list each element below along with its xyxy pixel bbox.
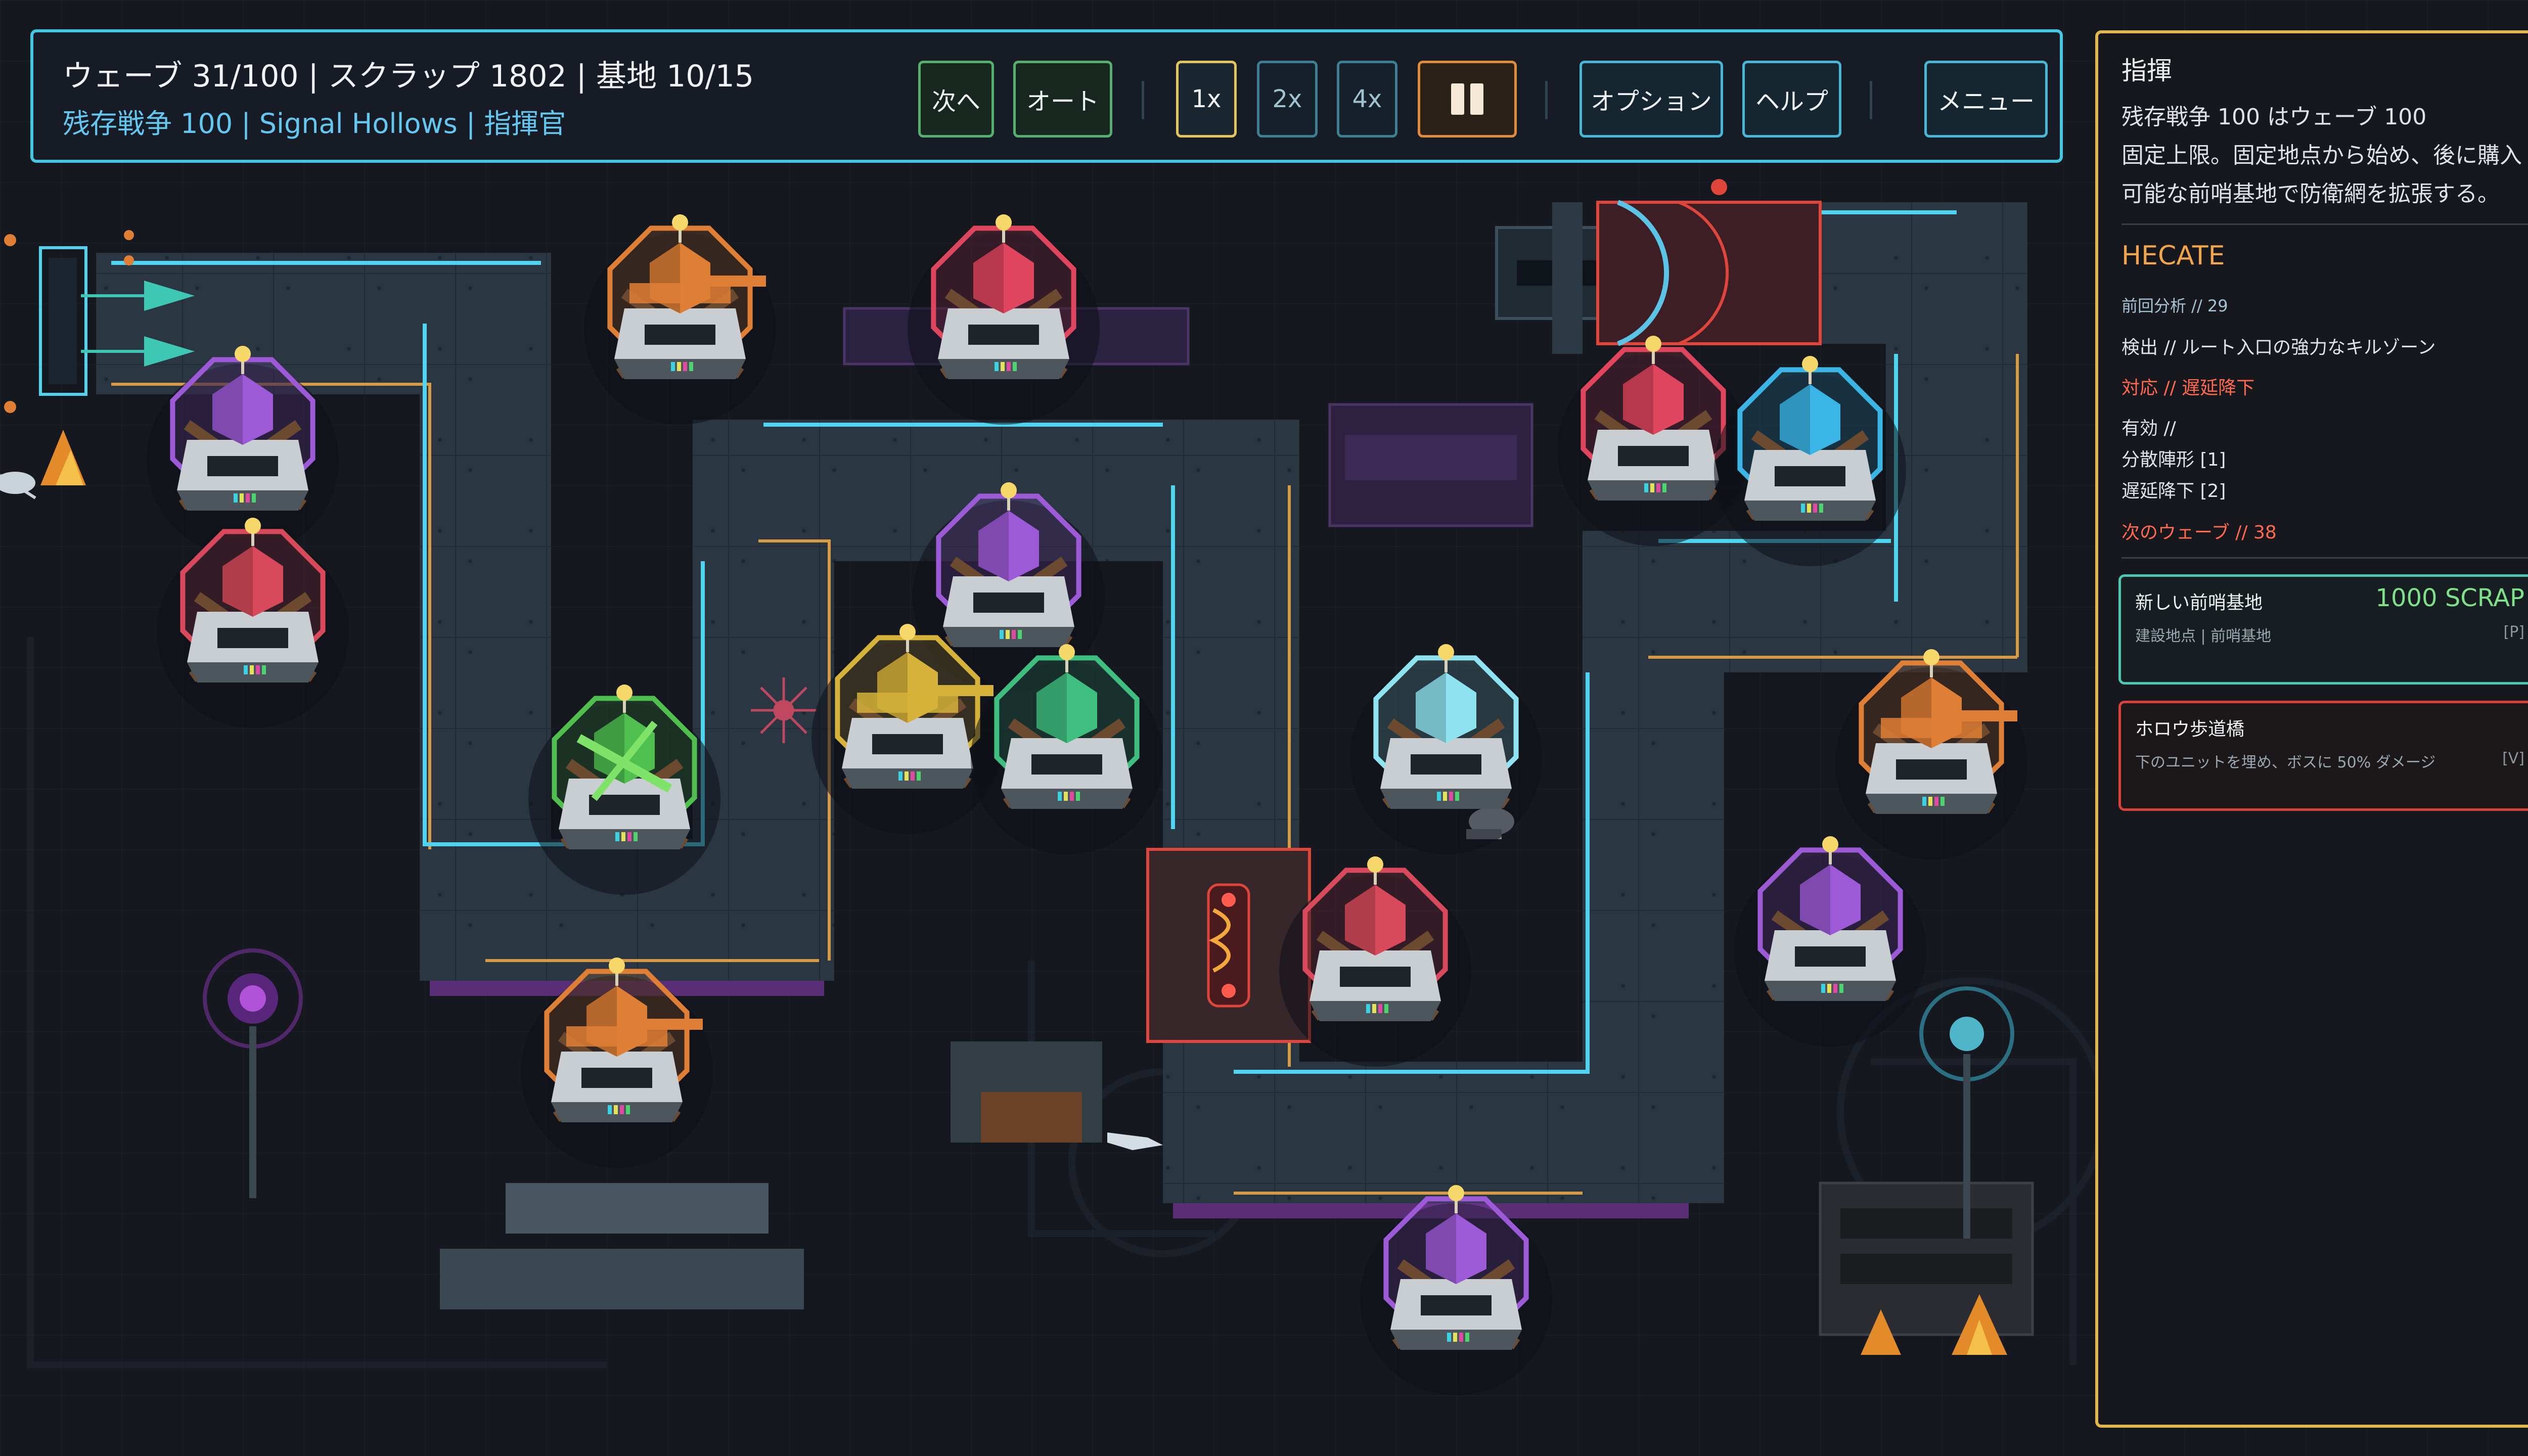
tower-purple-crystal[interactable] (1734, 836, 1926, 1046)
fire-effects (40, 430, 2007, 1355)
tower-ice-crystal[interactable] (1350, 644, 1542, 854)
hollow-bridge-card[interactable]: ホロウ歩道橋 下のユニットを埋め、ボスに 50% ダメージ [V] (2118, 701, 2528, 811)
wave-status: ウェーブ 31/100 | スクラップ 1802 | 基地 10/15 (63, 59, 754, 94)
decor-platforms (440, 307, 2034, 1336)
help-button[interactable]: ヘルプ (1742, 61, 1841, 138)
pause-button[interactable] (1418, 61, 1517, 138)
hud-separator (1142, 81, 1144, 119)
mode-status: 残存戦争 100 | Signal Hollows | 指揮官 (63, 108, 566, 140)
tower-green-crossbow[interactable] (528, 685, 720, 895)
effective-item: 遅延降下 [2] (2121, 481, 2226, 502)
pause-icon (1451, 83, 1483, 115)
target-reticle (751, 677, 817, 743)
tower-yellow-cannon[interactable] (811, 624, 1004, 834)
panel-description: 残存戦争 100 はウェーブ 100 固定上限。固定地点から始め、後に購入 可能… (2121, 98, 2528, 213)
tower-blue-crystal[interactable] (1714, 356, 1906, 566)
tower-teal-crystal[interactable] (971, 644, 1163, 854)
description-line: 可能な前哨基地で防衛網を拡張する。 (2121, 181, 2500, 207)
menu-button[interactable]: メニュー (1924, 61, 2048, 138)
next-button[interactable]: 次へ (918, 61, 994, 138)
panel-heading: 指揮 (2121, 56, 2172, 85)
effective-item: 分散陣形 [1] (2121, 449, 2226, 470)
spawn-gate (4, 230, 195, 413)
card-subtitle: 建設地点 | 前哨基地 (2135, 627, 2272, 645)
trap-block (1146, 848, 1311, 1043)
tower-orange-cannon[interactable] (584, 214, 776, 425)
enemy-drone (1107, 1132, 1163, 1150)
card-title: 新しい前哨基地 (2135, 593, 2263, 613)
tower-layer (147, 214, 2027, 1395)
description-line: 残存戦争 100 はウェーブ 100 (2121, 104, 2427, 130)
hud-separator (1870, 81, 1872, 119)
auto-button[interactable]: オート (1013, 61, 1112, 138)
beacon-purple (203, 948, 303, 1198)
command-panel: 指揮 残存戦争 100 はウェーブ 100 固定上限。固定地点から始め、後に購入… (2095, 30, 2528, 1428)
card-hotkey: [P] (2503, 623, 2525, 641)
speed-4x-button[interactable]: 4x (1337, 61, 1397, 138)
effective-line: 有効 // (2121, 418, 2176, 439)
detection-line: 検出 // ルート入口の強力なキルゾーン (2121, 337, 2436, 358)
options-button[interactable]: オプション (1579, 61, 1723, 138)
panel-divider (2121, 223, 2528, 225)
last-analysis: 前回分析 // 29 (2121, 296, 2228, 315)
response-line: 対応 // 遅延降下 (2121, 378, 2255, 398)
tower-purple-crystal[interactable] (913, 482, 1105, 693)
tower-red-crystal[interactable] (908, 214, 1100, 425)
tower-orange-cannon[interactable] (1835, 649, 2027, 859)
card-subtitle: 下のユニットを埋め、ボスに 50% ダメージ (2135, 754, 2436, 771)
tower-orange-cannon[interactable] (521, 958, 713, 1168)
hud-separator (1545, 81, 1548, 119)
description-line: 固定上限。固定地点から始め、後に購入 (2121, 143, 2522, 168)
next-wave-line: 次のウェーブ // 38 (2121, 522, 2277, 543)
top-hud: ウェーブ 31/100 | スクラップ 1802 | 基地 10/15 残存戦争… (30, 29, 2063, 163)
tower-pink-crystal[interactable] (1279, 856, 1471, 1067)
enemy-drone (0, 472, 36, 499)
arrow-right-icon (144, 336, 195, 367)
tower-pink-crystal[interactable] (157, 518, 349, 728)
panel-divider (2121, 557, 2528, 559)
card-title: ホロウ歩道橋 (2135, 719, 2245, 740)
card-hotkey: [V] (2502, 750, 2524, 767)
arrow-right-icon (144, 281, 195, 311)
tower-purple-crystal[interactable] (147, 346, 339, 556)
beacon-cyan (1919, 986, 2014, 1239)
base-gate (1495, 179, 1822, 354)
tower-red-crystal[interactable] (1557, 336, 1749, 546)
card-cost: 1000 SCRAP (2375, 584, 2524, 612)
speed-1x-button[interactable]: 1x (1176, 61, 1237, 138)
tower-purple-crystal[interactable] (1360, 1185, 1552, 1395)
speed-2x-button[interactable]: 2x (1257, 61, 1318, 138)
advisor-name: HECATE (2121, 241, 2225, 271)
new-outpost-card[interactable]: 新しい前哨基地 1000 SCRAP 建設地点 | 前哨基地 [P] (2118, 574, 2528, 685)
